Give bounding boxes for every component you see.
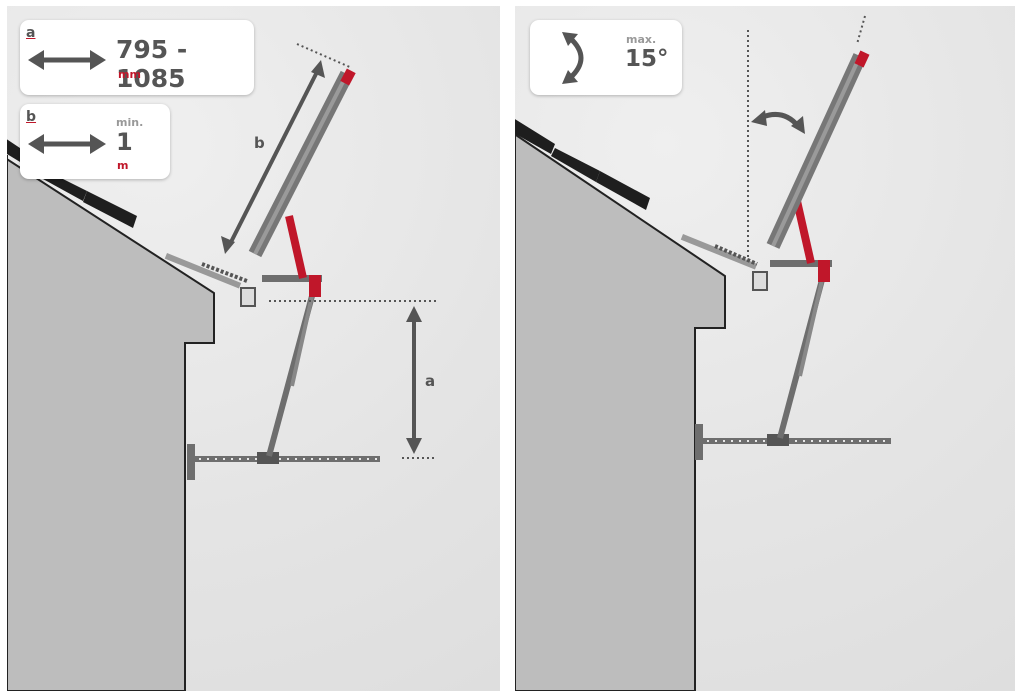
horizontal-arm: [770, 260, 832, 267]
double-arrow-horizontal-icon: [28, 134, 106, 154]
dimension-a-arrow: [406, 306, 422, 454]
double-arrow-horizontal-icon: [28, 50, 106, 70]
card-length-a: a 795 - 1085 mm: [20, 20, 254, 95]
card-angle: max. 15°: [530, 20, 682, 95]
ladder-post: [240, 68, 356, 307]
roof-bracket: [164, 253, 248, 289]
curved-double-arrow-icon: [751, 110, 805, 134]
dimension-a-label: a: [425, 372, 436, 390]
card-a-value: 795 - 1085: [116, 35, 188, 93]
card-angle-prefix: max.: [626, 33, 657, 46]
card-b-prefix: min.: [116, 116, 144, 129]
card-b-value: 1: [116, 128, 133, 156]
card-length-b: b min. 1 m: [20, 104, 170, 179]
card-b-unit: m: [117, 159, 129, 172]
right-panel: max. 15°: [515, 6, 1015, 691]
support-rail: [187, 444, 380, 480]
building-wall: [7, 155, 215, 691]
red-hinge-arm: [793, 200, 815, 264]
card-a-unit: mm: [118, 68, 141, 81]
dimension-b-arrow: [221, 60, 325, 254]
roof-bracket: [680, 234, 758, 270]
ladder-post: [752, 50, 870, 291]
card-angle-value: 15°: [625, 46, 669, 72]
dimension-b-label: b: [254, 134, 265, 152]
red-hinge-arm: [285, 215, 307, 279]
right-illustration: [515, 15, 891, 691]
support-rail: [695, 424, 891, 460]
rotate-arrows-icon: [562, 32, 584, 84]
building-wall: [515, 130, 726, 691]
left-illustration: [7, 43, 437, 691]
card-b-letter: b: [26, 109, 37, 125]
card-a-letter: a: [26, 25, 36, 41]
horizontal-arm: [262, 275, 322, 282]
roof-tiles: [515, 119, 650, 210]
left-panel: b a a 795 - 1085 mm b min. 1 m: [7, 6, 500, 691]
